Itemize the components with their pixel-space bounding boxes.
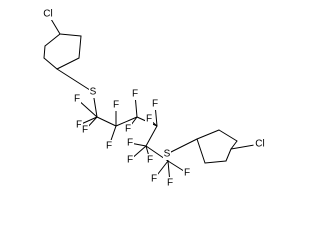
bond-line — [43, 57, 58, 70]
atom-label-background — [126, 137, 134, 149]
atom-label-background — [151, 98, 159, 110]
bond-line — [225, 148, 232, 162]
atom-label-background — [73, 93, 81, 105]
bond-line — [230, 140, 238, 150]
sulfur-label: S — [164, 149, 171, 160]
atom-label-background — [112, 99, 120, 111]
fluorine-label: F — [125, 124, 131, 135]
fluorine-label: F — [167, 178, 173, 189]
chlorine-label: Cl — [255, 139, 264, 150]
sulfur-label: S — [90, 87, 97, 98]
atom-label-background — [253, 138, 267, 150]
fluorine-label: F — [127, 138, 133, 149]
atom-label-background — [89, 86, 97, 98]
atom-label-background — [75, 119, 83, 131]
bond-line — [59, 33, 82, 37]
atom-label-background — [145, 113, 153, 125]
bond-line — [145, 125, 158, 147]
atom-label-background — [183, 167, 191, 179]
atom-label-background — [150, 173, 158, 185]
bond-line — [56, 57, 80, 70]
atom-label-background — [124, 123, 132, 135]
atom-label-background — [146, 154, 154, 166]
fluorine-label: F — [127, 155, 133, 166]
bond-line — [166, 138, 198, 155]
bond-line — [43, 45, 46, 59]
atom-label-background — [81, 124, 89, 136]
fluorine-label: F — [132, 89, 138, 100]
bond-line — [115, 116, 138, 127]
bond-line — [218, 129, 238, 142]
atom-label-background — [131, 88, 139, 100]
fluorine-label: F — [106, 141, 112, 152]
bond-line — [44, 33, 61, 47]
fluorine-label: F — [146, 114, 152, 125]
fluorine-label: F — [76, 120, 82, 131]
fluorine-label: F — [74, 94, 80, 105]
atom-label-background — [126, 154, 134, 166]
atom-label-background — [105, 140, 113, 152]
bond-line — [196, 138, 206, 164]
bond-line — [56, 68, 94, 93]
chlorine-label: Cl — [43, 9, 52, 20]
atom-label-background — [41, 8, 55, 20]
bond-line — [196, 129, 220, 140]
fluorine-label: F — [152, 99, 158, 110]
atom-label-background — [166, 177, 174, 189]
fluorine-label: F — [113, 100, 119, 111]
bond-line — [204, 160, 227, 164]
bond-line — [96, 116, 117, 127]
fluorine-label: F — [82, 125, 88, 136]
fluorine-label: F — [184, 168, 190, 179]
fluorine-label: F — [147, 155, 153, 166]
bond-line — [78, 35, 82, 59]
atom-label-background — [163, 148, 171, 160]
fluorine-label: F — [151, 174, 157, 185]
